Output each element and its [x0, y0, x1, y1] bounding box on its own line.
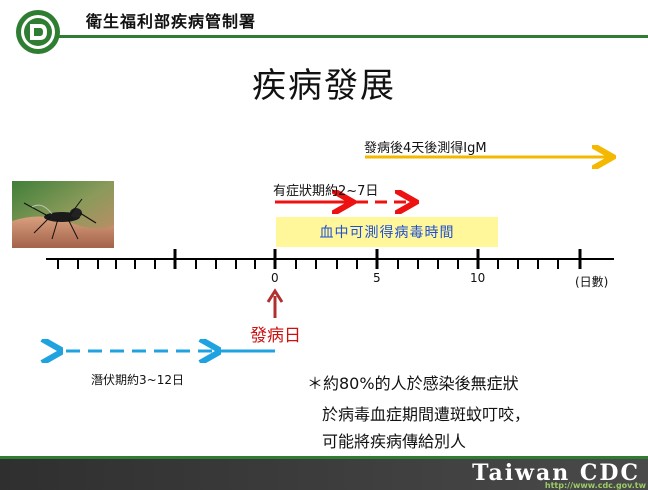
- tick-label-0: 0: [271, 271, 279, 285]
- note-line-2: 於病毒血症期間遭斑蚊叮咬，: [322, 401, 530, 425]
- igm-label: 發病後4天後測得IgM: [364, 137, 487, 156]
- note-line-1: ＊約80%的人於感染後無症狀: [307, 370, 519, 394]
- axis-unit-label: (日數): [575, 273, 608, 290]
- onset-label: 發病日: [250, 321, 301, 346]
- tick-label-5: 5: [373, 271, 381, 285]
- footer-url: http://www.cdc.gov.tw: [545, 481, 646, 490]
- note-line-3: 可能將疾病傳給別人: [322, 428, 466, 452]
- symptom-label: 有症狀期約2~7日: [273, 180, 378, 199]
- tick-label-10: 10: [470, 271, 485, 285]
- incubation-label: 潛伏期約3~12日: [91, 371, 184, 388]
